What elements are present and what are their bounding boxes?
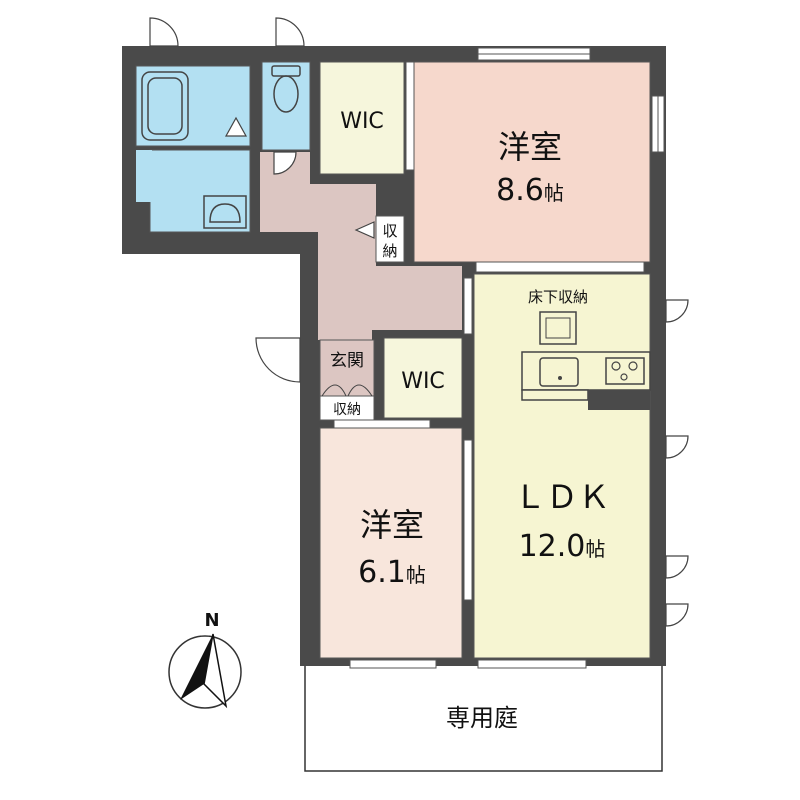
private-garden bbox=[304, 664, 663, 772]
western-room-small bbox=[319, 427, 463, 659]
north-label: N bbox=[204, 610, 219, 631]
svg-text:8.6帖: 8.6帖 bbox=[496, 173, 564, 208]
entrance-floor bbox=[319, 339, 375, 397]
ldk-floor bbox=[473, 273, 651, 659]
sink-icon bbox=[539, 357, 579, 387]
laundry-marker-icon bbox=[224, 116, 248, 137]
ldk-area: 12.0 bbox=[519, 529, 586, 564]
washroom bbox=[149, 149, 251, 233]
ldk-name: ＬＤＫ bbox=[514, 478, 610, 516]
private-garden-label: 専用庭 bbox=[446, 704, 518, 732]
kitchen-counter bbox=[521, 351, 651, 410]
western-room-large-name: 洋室 bbox=[498, 128, 562, 166]
western-room-large-area: 8.6 bbox=[496, 173, 544, 208]
western-room-small-area: 6.1 bbox=[358, 555, 406, 590]
entrance-storage-box bbox=[319, 395, 375, 421]
wic-lower bbox=[383, 337, 463, 419]
hall-storage bbox=[375, 215, 405, 263]
hall-storage-label-2: 納 bbox=[382, 242, 397, 260]
western-room-small-name: 洋室 bbox=[360, 506, 424, 544]
bathtub-icon bbox=[141, 71, 189, 141]
western-room-small-unit: 帖 bbox=[406, 563, 426, 587]
storage-marker-icon bbox=[354, 221, 375, 239]
entrance-label: 玄関 bbox=[330, 351, 364, 371]
entrance-storage-label: 収納 bbox=[333, 402, 361, 418]
ldk-unit: 帖 bbox=[585, 537, 605, 561]
toilet-room bbox=[261, 61, 311, 151]
stove-icon bbox=[605, 357, 645, 385]
entrance-storage-doors bbox=[321, 384, 373, 397]
wic-upper bbox=[319, 61, 405, 175]
underfloor-storage-label: 床下収納 bbox=[528, 288, 588, 306]
door-swings bbox=[149, 17, 689, 627]
underfloor-storage-hatch bbox=[539, 311, 577, 345]
western-room-large-unit: 帖 bbox=[544, 181, 564, 205]
hallway bbox=[260, 152, 462, 340]
wic-upper-label: WIC bbox=[340, 109, 384, 134]
svg-text:6.1帖: 6.1帖 bbox=[358, 555, 426, 590]
wic-lower-label: WIC bbox=[401, 369, 445, 394]
north-arrow-icon: N bbox=[168, 610, 242, 709]
wash-basin-icon bbox=[203, 195, 247, 229]
toilet-icon bbox=[271, 65, 301, 113]
svg-text:12.0帖: 12.0帖 bbox=[519, 529, 606, 564]
windows bbox=[333, 47, 665, 669]
hall-storage-label-1: 収 bbox=[382, 222, 397, 240]
